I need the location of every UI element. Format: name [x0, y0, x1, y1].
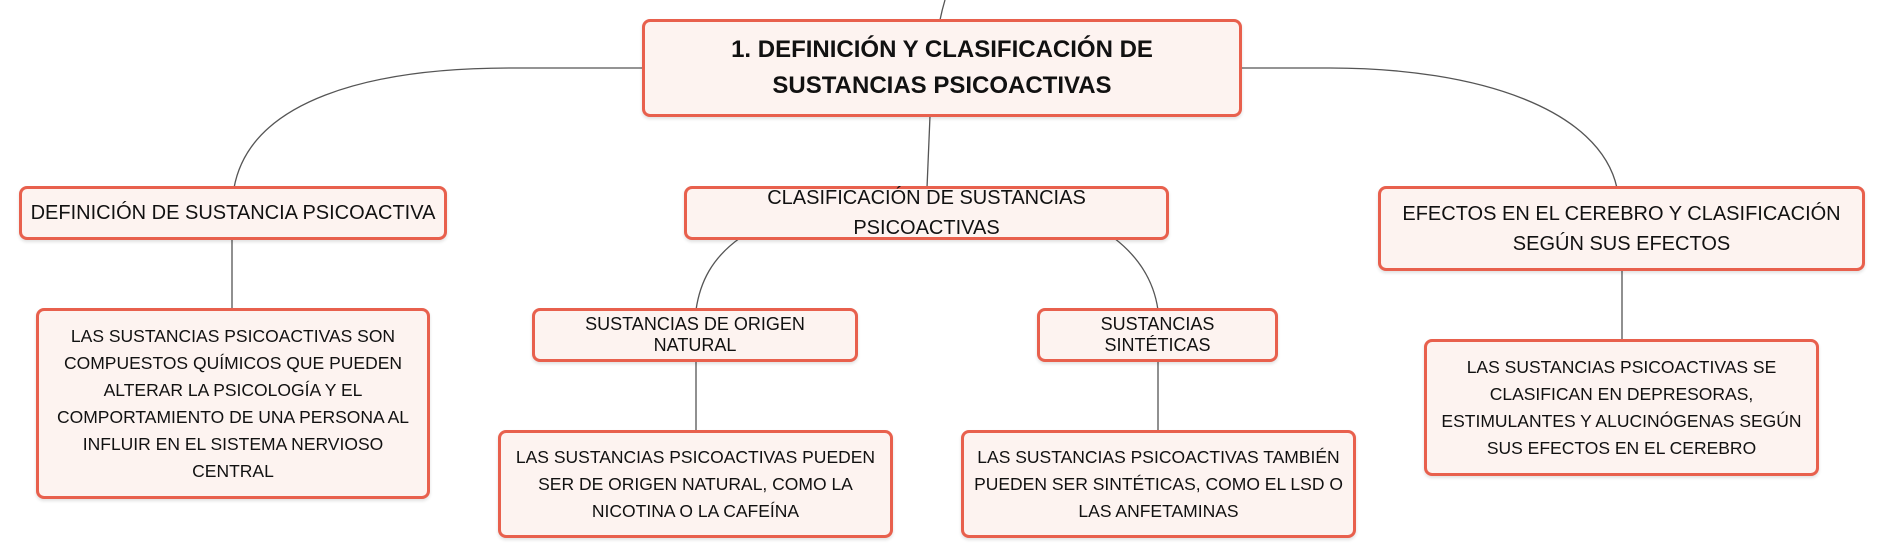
- root-node-label: 1. DEFINICIÓN Y CLASIFICACIÓN DE SUSTANC…: [731, 36, 1153, 99]
- connector-root-definition: [233, 67, 643, 189]
- node-effects-detail-text: LAS SUSTANCIAS PSICOACTIVAS SE CLASIFICA…: [1441, 356, 1802, 458]
- node-synthetic[interactable]: SUSTANCIAS SINTÉTICAS: [1037, 308, 1278, 362]
- node-natural[interactable]: SUSTANCIAS DE ORIGEN NATURAL: [532, 308, 858, 362]
- connector-classification-natural: [695, 237, 741, 311]
- node-synthetic-label: SUSTANCIAS SINTÉTICAS: [1100, 314, 1215, 355]
- node-natural-label: SUSTANCIAS DE ORIGEN NATURAL: [585, 314, 805, 355]
- node-effects-label: EFECTOS EN EL CEREBRO Y CLASIFICACIÓN SE…: [1402, 202, 1841, 255]
- node-classification-label: CLASIFICACIÓN DE SUSTANCIAS PSICOACTIVAS: [767, 187, 1086, 239]
- node-classification[interactable]: CLASIFICACIÓN DE SUSTANCIAS PSICOACTIVAS: [684, 186, 1169, 240]
- connector-root-parent: [939, 0, 946, 21]
- node-synthetic-detail-text: LAS SUSTANCIAS PSICOACTIVAS TAMBIÉN PUED…: [974, 446, 1343, 521]
- node-definition-detail-text: LAS SUSTANCIAS PSICOACTIVAS SON COMPUEST…: [56, 325, 410, 481]
- root-node[interactable]: 1. DEFINICIÓN Y CLASIFICACIÓN DE SUSTANC…: [642, 19, 1242, 117]
- node-definition-detail[interactable]: LAS SUSTANCIAS PSICOACTIVAS SON COMPUEST…: [36, 308, 430, 499]
- node-synthetic-detail[interactable]: LAS SUSTANCIAS PSICOACTIVAS TAMBIÉN PUED…: [961, 430, 1356, 538]
- node-effects-detail[interactable]: LAS SUSTANCIAS PSICOACTIVAS SE CLASIFICA…: [1424, 339, 1819, 476]
- node-natural-detail[interactable]: LAS SUSTANCIAS PSICOACTIVAS PUEDEN SER D…: [498, 430, 893, 538]
- connector-root-effects: [1240, 67, 1618, 189]
- node-definition-label: DEFINICIÓN DE SUSTANCIA PSICOACTIVA: [30, 202, 436, 224]
- node-effects[interactable]: EFECTOS EN EL CEREBRO Y CLASIFICACIÓN SE…: [1378, 186, 1865, 271]
- node-definition[interactable]: DEFINICIÓN DE SUSTANCIA PSICOACTIVA: [19, 186, 447, 240]
- connector-root-classification: [926, 115, 931, 189]
- connector-classification-synthetic: [1113, 237, 1159, 311]
- node-natural-detail-text: LAS SUSTANCIAS PSICOACTIVAS PUEDEN SER D…: [515, 446, 876, 521]
